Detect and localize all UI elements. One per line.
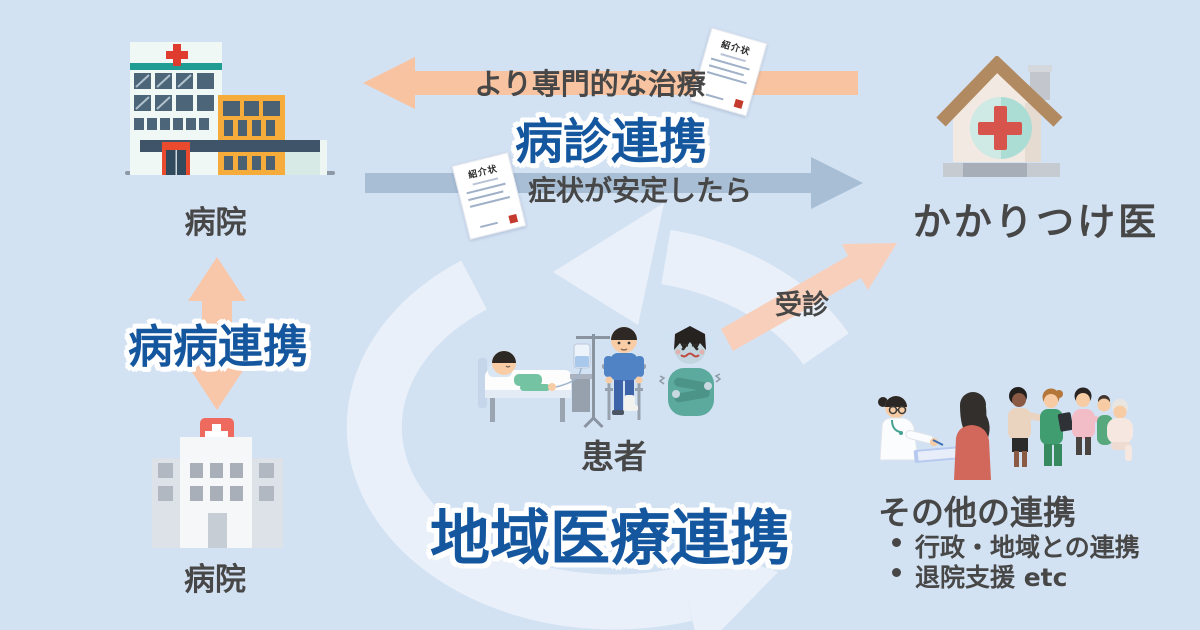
family-doctor-clinic-illustration	[936, 56, 1063, 177]
cycle-arc-bottom	[346, 260, 693, 630]
red-cross-icon	[166, 44, 188, 66]
cycle-arrowhead-right-icon	[672, 536, 778, 630]
hospital-bottom-label: 病院	[184, 562, 246, 598]
arrow-specialized-treatment-icon	[363, 57, 858, 109]
list-item: 退院支援 etc	[892, 558, 1140, 592]
hospital-hospital-link-title: 病病連携	[127, 320, 308, 373]
patient-in-bed-illustration	[478, 351, 592, 422]
bullet-icon	[892, 538, 901, 547]
red-stamp-icon	[508, 213, 519, 224]
bullet-text: 退院支援 etc	[915, 563, 1068, 592]
arrow-visit-icon	[721, 243, 897, 351]
main-title: 地域医療連携	[430, 504, 790, 574]
red-cross-icon	[978, 106, 1022, 150]
hospital-building-top-illustration	[125, 42, 335, 175]
arrow-symptoms-stable-icon	[365, 157, 863, 209]
specialized-treatment-label: より専門的な治療	[474, 67, 706, 101]
doctor-consultation-illustration	[878, 392, 991, 480]
fever-patient-illustration	[658, 326, 722, 416]
glasses-icon	[888, 405, 907, 415]
iv-drip-stand-illustration	[555, 334, 610, 429]
care-team-illustration	[1008, 387, 1133, 467]
other-links-list: 行政・地域との連携 退院支援 etc	[892, 528, 1140, 592]
visit-label: 受診	[775, 290, 829, 321]
patients-label: 患者	[581, 437, 647, 476]
patients-illustration	[478, 326, 722, 429]
cycle-arrowhead-left-icon	[553, 203, 664, 325]
patient-on-crutches-illustration	[602, 327, 646, 420]
bullet-icon	[892, 568, 901, 577]
list-item: 行政・地域との連携	[892, 528, 1140, 562]
cycle-arc-top	[661, 229, 849, 366]
other-links-heading: その他の連携	[878, 493, 1076, 532]
symptoms-stable-label: 症状が安定したら	[527, 174, 752, 207]
hospital-top-label: 病院	[184, 205, 247, 241]
hospital-building-bottom-illustration	[152, 418, 283, 548]
family-doctor-label: かかりつけ医	[912, 200, 1160, 244]
white-cross-icon	[205, 424, 228, 447]
hospital-clinic-link-title: 病診連携	[514, 114, 707, 170]
arrow-hospital-hospital-icon	[188, 257, 246, 410]
bullet-text: 行政・地域との連携	[915, 533, 1140, 562]
